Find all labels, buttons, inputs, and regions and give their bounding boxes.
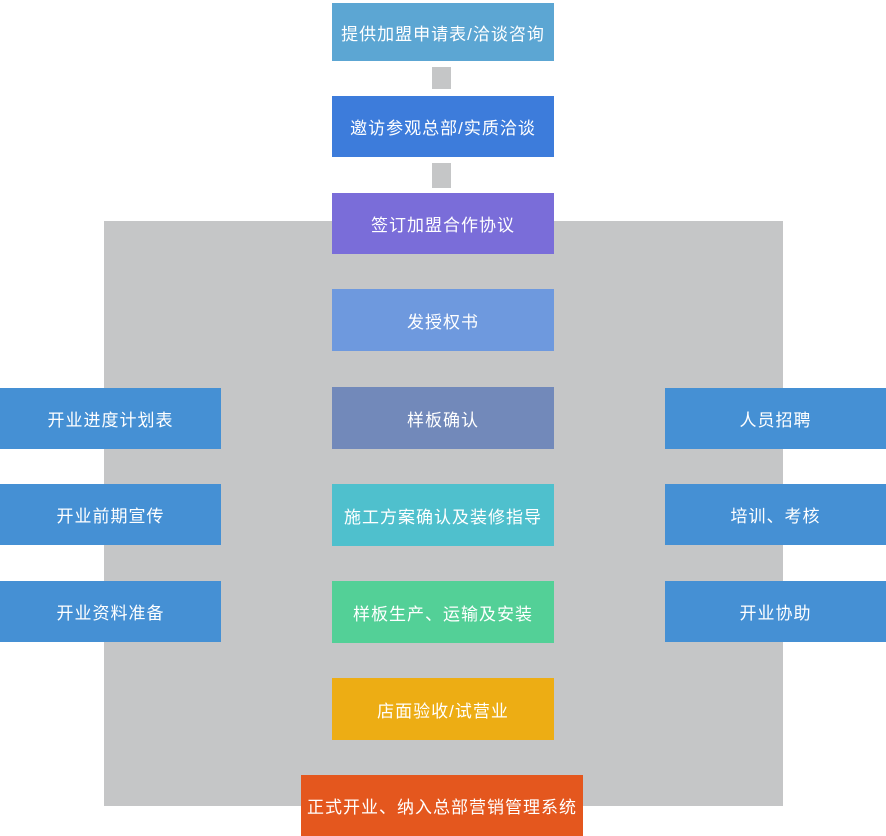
flow-step-grand-opening: 正式开业、纳入总部营销管理系统: [301, 775, 583, 836]
flow-step-sample-confirmation: 样板确认: [332, 387, 554, 449]
flow-step-opening-schedule: 开业进度计划表: [0, 388, 221, 449]
flow-step-opening-assistance: 开业协助: [665, 581, 886, 642]
flow-step-recruitment: 人员招聘: [665, 388, 886, 449]
flow-step-training-assessment: 培训、考核: [665, 484, 886, 545]
connector-step2-step3: [432, 163, 451, 188]
flow-step-application-form: 提供加盟申请表/洽谈咨询: [332, 3, 554, 61]
connector-step1-step2: [432, 67, 451, 89]
flow-step-authorization-letter: 发授权书: [332, 289, 554, 351]
flow-step-sample-production: 样板生产、运输及安装: [332, 581, 554, 643]
flow-step-construction-plan: 施工方案确认及装修指导: [332, 484, 554, 546]
flow-step-store-acceptance: 店面验收/试营业: [332, 678, 554, 740]
flow-step-hq-visit: 邀访参观总部/实质洽谈: [332, 96, 554, 157]
flow-step-sign-agreement: 签订加盟合作协议: [332, 193, 554, 254]
flow-step-opening-materials: 开业资料准备: [0, 581, 221, 642]
flow-step-pre-opening-promotion: 开业前期宣传: [0, 484, 221, 545]
